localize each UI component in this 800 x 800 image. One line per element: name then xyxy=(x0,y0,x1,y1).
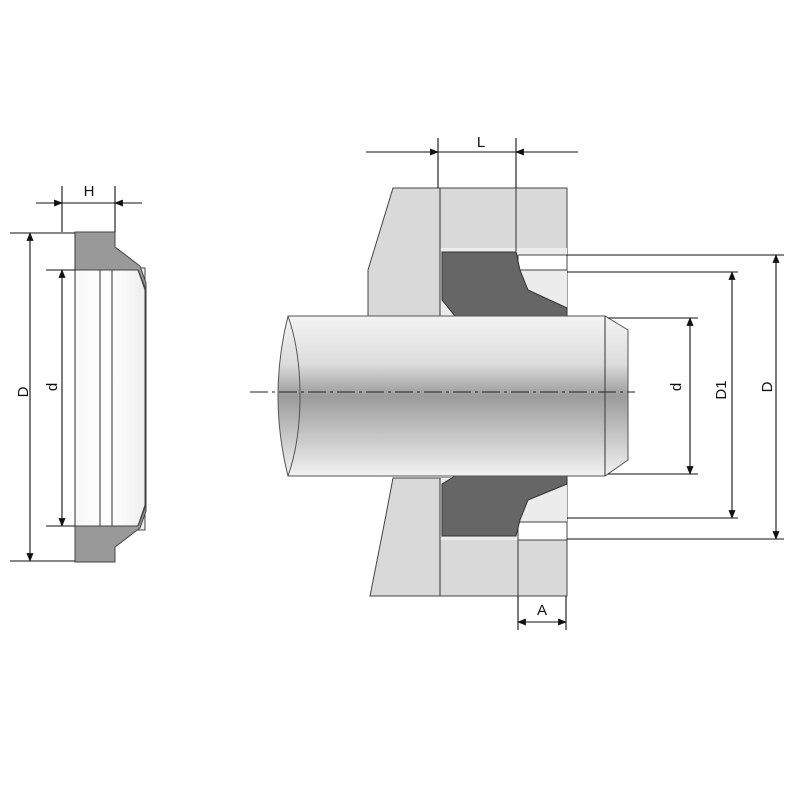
housing-step-lower xyxy=(517,521,568,541)
assembly-section-view: L d D1 D A xyxy=(250,134,784,630)
seal-ring-body xyxy=(74,267,146,531)
dim-label-d1: D1 xyxy=(713,380,730,399)
rod xyxy=(277,315,629,477)
dim-label-h: H xyxy=(84,183,95,200)
seal-upper xyxy=(441,251,568,317)
dim-label-outer-d: D xyxy=(15,386,32,397)
dim-label-rod-d: d xyxy=(668,383,685,391)
dim-label-inner-d: d xyxy=(44,383,61,391)
housing-step-upper xyxy=(517,254,568,271)
dim-label-a: A xyxy=(537,602,547,619)
seal-section-top xyxy=(74,231,147,291)
seal-section-bottom xyxy=(74,504,147,563)
seal-side-view: H D d xyxy=(10,183,147,563)
dim-label-housing-d: D xyxy=(759,381,776,392)
dim-label-l: L xyxy=(477,134,485,151)
